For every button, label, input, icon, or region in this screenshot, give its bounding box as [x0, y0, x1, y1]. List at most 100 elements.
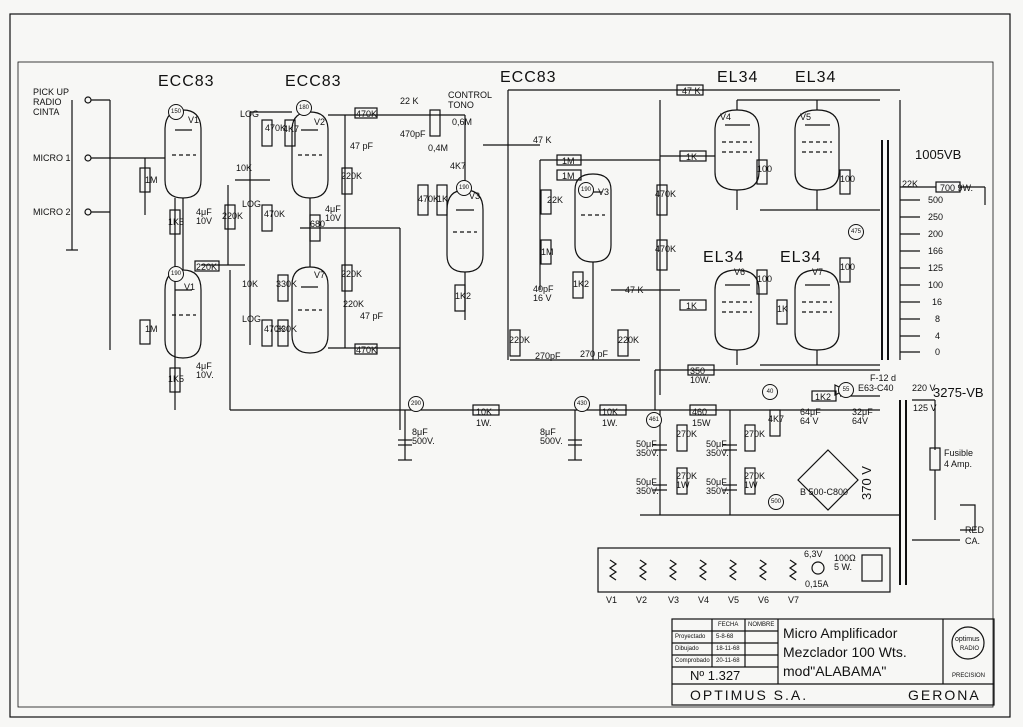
logo-circle: [951, 626, 985, 660]
component-label: 22K: [547, 195, 564, 205]
pin-marker: 180: [296, 100, 312, 116]
input-pickup-label: PICK UP: [33, 87, 70, 97]
title-fecha-1: 5-8-68: [716, 634, 734, 640]
component-label: 8μF 500V.: [540, 427, 563, 446]
jack-micro2: [84, 208, 92, 216]
tube-type-label: EL34: [780, 249, 822, 266]
tap-label: 8: [935, 314, 941, 324]
drawing-number: Nº 1.327: [690, 668, 741, 683]
bridge-rectifier: [797, 449, 859, 511]
pin-marker: 40: [762, 384, 778, 400]
pin-marker: 461: [646, 412, 662, 428]
component-label: 125 V: [913, 403, 937, 413]
pin-marker: 475: [848, 224, 864, 240]
component-label: 47 pF: [360, 311, 384, 321]
component-label: 470K: [264, 324, 286, 334]
tube-type-label: EL34: [703, 249, 745, 266]
input-micro1-label: MICRO 1: [33, 153, 71, 163]
mains-plug: [960, 504, 976, 531]
heater-label: V1: [606, 595, 618, 605]
component-label: LOG: [240, 109, 260, 119]
component-label: 0,6M: [452, 117, 473, 127]
component-label: 50μF 350V.: [706, 439, 729, 458]
heater-label: V2: [636, 595, 648, 605]
heater-chain-box: [597, 547, 891, 593]
component-label: 50μF 350V.: [706, 477, 729, 496]
component-label: 470pF: [400, 129, 426, 139]
component-label: 1K5: [168, 217, 185, 227]
tube-id: V3: [598, 187, 610, 197]
tube-type-label: EL34: [795, 69, 837, 86]
tube-type-label: ECC83: [158, 73, 215, 90]
heater-label: V6: [758, 595, 770, 605]
pin-marker: 500: [768, 494, 784, 510]
component-label: 10K 1W.: [602, 407, 619, 428]
component-label: 1M: [145, 324, 158, 334]
tap-label: 16: [932, 297, 943, 307]
component-label: 270K: [744, 429, 766, 439]
component-label: 370 V: [859, 466, 874, 500]
component-label: 270K 1W: [744, 471, 766, 490]
component-label: 100: [757, 274, 773, 284]
title-col-fecha: FECHA: [718, 622, 739, 628]
component-label: E63-C40: [858, 383, 894, 393]
component-label: 1M: [562, 156, 575, 166]
heater-label: V3: [668, 595, 680, 605]
title-block-frame: [671, 618, 995, 706]
component-label: 220K: [618, 335, 640, 345]
component-label: 270K: [676, 429, 698, 439]
component-label: 220 V: [912, 383, 936, 393]
input-cinta-label: CINTA: [33, 107, 60, 117]
tap-label: 500: [928, 195, 944, 205]
component-label: 100: [840, 262, 856, 272]
title-line-2: Mezclador 100 Wts.: [783, 644, 907, 660]
component-label: 0,15A: [805, 579, 829, 589]
component-label: 350 10W.: [690, 366, 711, 385]
component-label: 470K: [356, 109, 378, 119]
pin-marker: 190: [168, 266, 184, 282]
company-city: GERONA: [908, 687, 981, 703]
component-label: 100Ω 5 W.: [834, 553, 856, 572]
component-label: LOG: [242, 199, 262, 209]
component-label: 4K7: [768, 414, 785, 424]
component-label: 220K: [222, 211, 244, 221]
component-label: 1K: [686, 301, 698, 311]
fuse-label: Fusible 4 Amp.: [944, 448, 974, 469]
component-label: 22 K: [400, 96, 419, 106]
logo-text: optimus: [955, 636, 980, 643]
component-label: 330K: [276, 324, 298, 334]
component-label: 40pF 16 V: [533, 284, 554, 303]
pin-marker: 150: [168, 104, 184, 120]
tube-v4: [714, 109, 760, 191]
component-label: 1K2: [573, 279, 590, 289]
component-label: 6,3V: [804, 549, 823, 559]
sheet-frame: [9, 13, 1011, 718]
component-label: 330K: [276, 279, 298, 289]
power-transformer-label: 3275-VB: [933, 385, 984, 400]
component-label: 1K2: [455, 291, 472, 301]
component-label: F-12 d: [870, 373, 897, 383]
tap-label: 125: [928, 263, 944, 273]
component-label: 1K: [686, 152, 698, 162]
component-label: 100: [840, 174, 856, 184]
component-label: 470K: [265, 123, 287, 133]
output-transformer-label: 1005VB: [915, 147, 962, 162]
component-label: 47 K: [625, 285, 644, 295]
pin-marker: 55: [838, 382, 854, 398]
component-label: 4μF 10V: [196, 207, 213, 226]
component-label: 220K: [196, 262, 218, 272]
component-label: 1M: [562, 171, 575, 181]
pin-marker: 190: [578, 182, 594, 198]
tube-id: V4: [720, 112, 732, 122]
mains-label: RED CA.: [965, 525, 985, 546]
title-row-dibujado: Dibujado: [675, 646, 699, 652]
title-col-nombre: NOMBRE: [748, 622, 775, 628]
tube-v3b: [574, 173, 612, 263]
drawing-frame: [17, 61, 994, 708]
component-label: 1K: [777, 304, 789, 314]
component-label: 4μF 10V: [325, 204, 342, 223]
component-label: 1K2: [815, 392, 832, 402]
tap-label: 166: [928, 246, 944, 256]
component-label: 470K: [356, 345, 378, 355]
